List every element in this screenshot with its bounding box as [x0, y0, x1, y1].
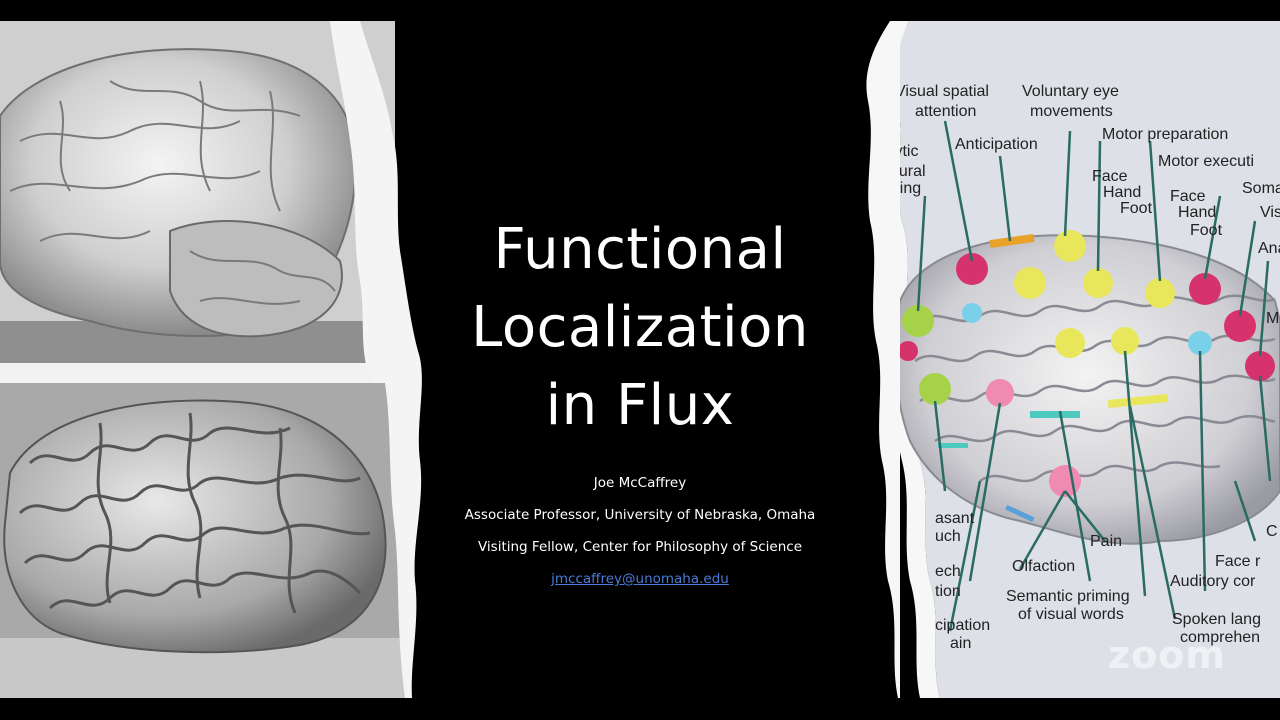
- label-attention: attention: [915, 103, 976, 120]
- title-line-2: Localization: [471, 295, 809, 360]
- label-m: M: [1266, 310, 1279, 327]
- label-motor-preparation: Motor preparation: [1102, 126, 1228, 143]
- label-face-r: Face r: [1215, 553, 1261, 570]
- presentation-slide: Functional Localization in Flux Joe McCa…: [0, 21, 1280, 698]
- label-anticipation-pain: cipation: [935, 617, 990, 634]
- title-line-3: in Flux: [545, 373, 735, 438]
- label-motor-execution: Motor executi: [1158, 153, 1254, 170]
- author-position: Associate Professor, University of Nebra…: [464, 507, 816, 523]
- label-pain: Pain: [1090, 533, 1122, 550]
- label-soma: Soma: [1242, 180, 1280, 197]
- label-face-left: Face: [1092, 168, 1128, 185]
- zoom-watermark: zoom: [1108, 633, 1226, 677]
- label-pain-2: ain: [950, 635, 971, 652]
- label-olfaction: Olfaction: [1012, 558, 1075, 575]
- label-c: C: [1266, 523, 1278, 540]
- label-foot-right: Foot: [1190, 222, 1223, 239]
- brain-function-diagram: Visual spatial attention Voluntary eye m…: [860, 21, 1280, 698]
- label-foot-left: Foot: [1120, 200, 1153, 217]
- brain-photo-bottom-graphic: [0, 383, 410, 698]
- label-touch: uch: [935, 528, 961, 545]
- label-visual-words: of visual words: [1018, 606, 1124, 623]
- label-ana: Ana: [1258, 240, 1280, 257]
- slide-title: Functional Localization in Flux: [430, 211, 850, 445]
- label-pleasant: asant: [935, 510, 975, 527]
- author-info: Joe McCaffrey Associate Professor, Unive…: [430, 467, 850, 595]
- brain-photo-bottom: [0, 383, 410, 698]
- label-hand-right: Hand: [1178, 204, 1216, 221]
- label-vis: Vis: [1260, 204, 1280, 221]
- author-fellowship: Visiting Fellow, Center for Philosophy o…: [477, 539, 803, 555]
- brain-function-diagram-graphic: Visual spatial attention Voluntary eye m…: [878, 21, 1280, 698]
- brain-photo-top-graphic: [0, 21, 395, 363]
- label-speech: ech: [935, 563, 961, 580]
- label-movements: movements: [1030, 103, 1113, 120]
- label-hand-left: Hand: [1103, 184, 1141, 201]
- label-comprehension: comprehen: [1180, 629, 1260, 646]
- brain-photo-top: [0, 21, 395, 363]
- author-email-link[interactable]: jmccaffrey@unomaha.edu: [551, 571, 729, 587]
- torn-paper-edge-right: [866, 21, 900, 698]
- label-face-right: Face: [1170, 188, 1206, 205]
- label-speech-2: tion: [935, 583, 961, 600]
- label-visual-spatial: Visual spatial: [895, 83, 989, 100]
- title-line-1: Functional: [493, 217, 787, 282]
- torn-paper-edge-left: [300, 21, 422, 698]
- label-spoken-language: Spoken lang: [1172, 611, 1261, 628]
- photo-separator: [0, 363, 380, 383]
- author-name: Joe McCaffrey: [593, 475, 687, 491]
- label-auditory-cortex: Auditory cor: [1170, 573, 1256, 590]
- label-voluntary-eye: Voluntary eye: [1022, 83, 1119, 100]
- label-anticipation: Anticipation: [955, 136, 1038, 153]
- label-semantic-priming: Semantic priming: [1006, 588, 1130, 605]
